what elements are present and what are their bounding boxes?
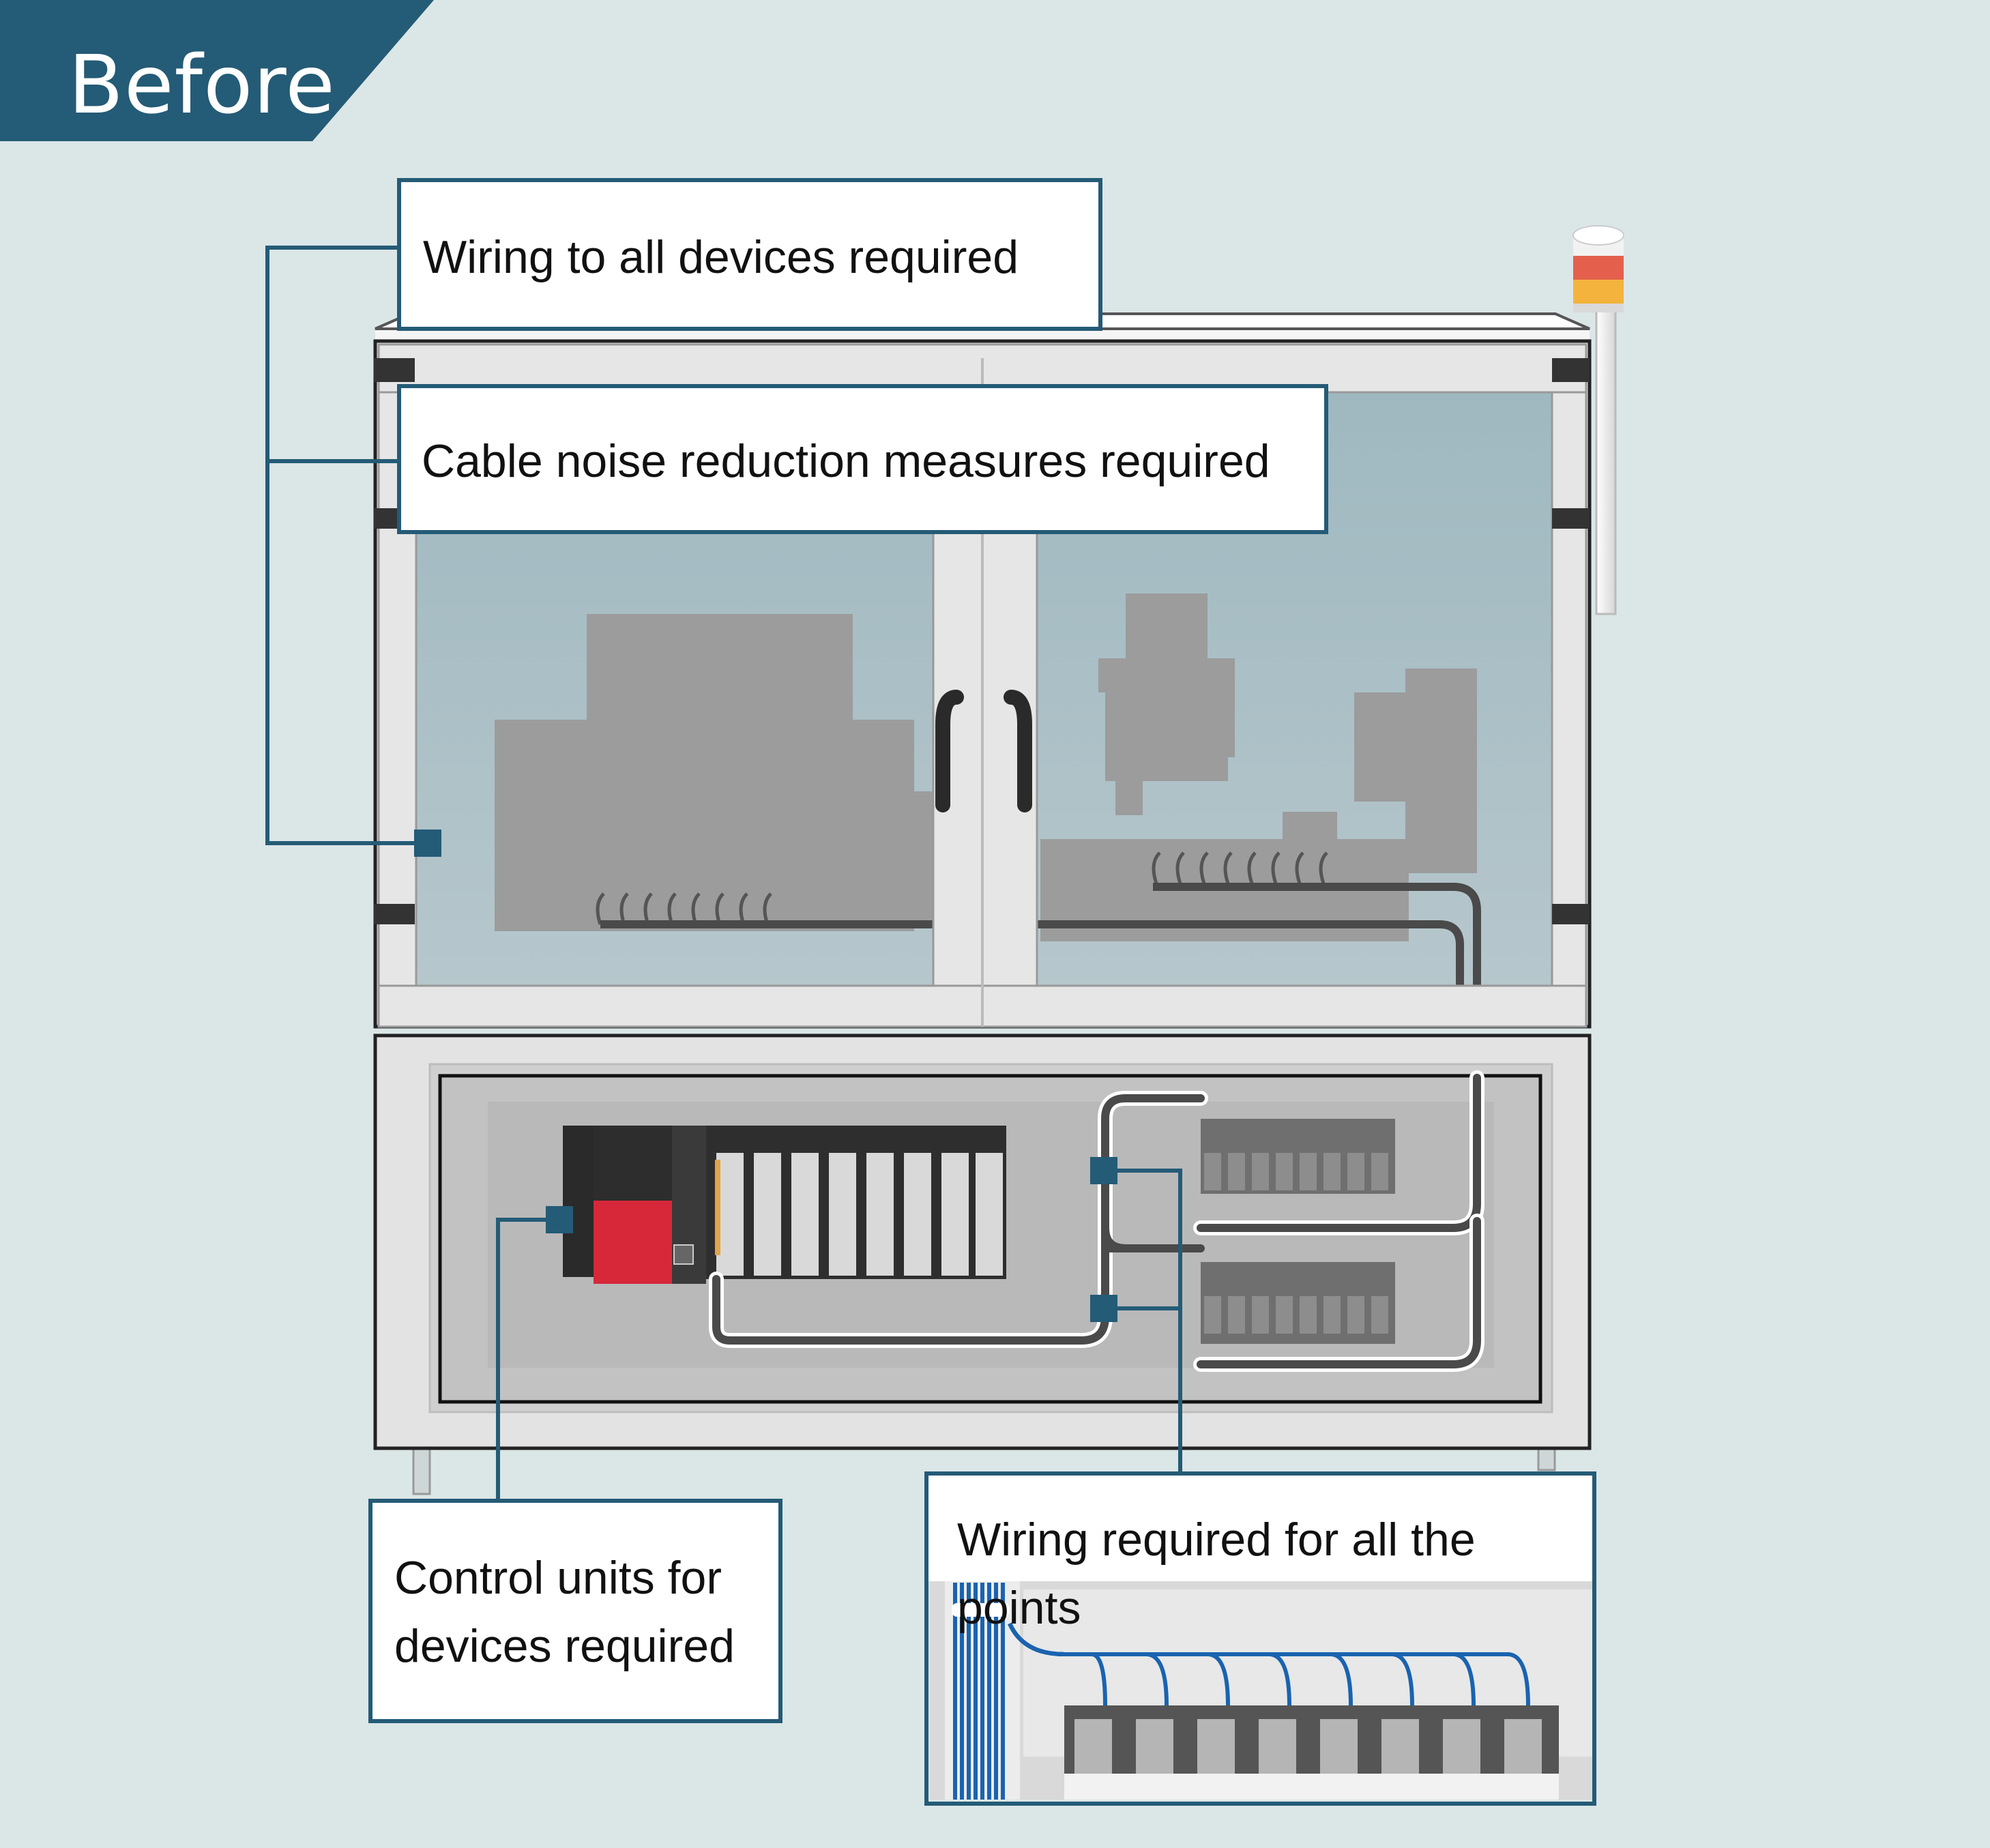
signal-tower-icon xyxy=(1572,225,1624,615)
leader-lines xyxy=(265,246,1182,1499)
callout-control-units-line2: devices required xyxy=(394,1620,735,1672)
terminal-block-detail-icon xyxy=(1064,1705,1559,1800)
leader-markers xyxy=(414,830,1117,1322)
hinges xyxy=(374,358,1590,924)
wiring-detail-inset xyxy=(930,1581,1593,1800)
callout-cable-noise: Cable noise reduction measures required xyxy=(397,384,1328,534)
plc-unit-icon xyxy=(563,1126,1006,1284)
lower-cabinet xyxy=(373,1033,1592,1495)
callout-wiring-all-devices-text: Wiring to all devices required xyxy=(423,231,1019,283)
callout-wiring-all-devices: Wiring to all devices required xyxy=(397,178,1102,331)
callout-control-units: Control units for devices required xyxy=(368,1499,782,1723)
callout-wiring-all-points: Wiring required for all the points xyxy=(924,1471,1596,1806)
terminal-block-icon xyxy=(1201,1119,1395,1344)
bundled-cables xyxy=(709,1070,1484,1372)
door-handles xyxy=(935,690,1032,812)
before-label: Before xyxy=(68,38,336,132)
callout-control-units-line1: Control units for xyxy=(394,1552,722,1604)
before-badge xyxy=(0,0,434,141)
callout-cable-noise-text: Cable noise reduction measures required xyxy=(422,435,1270,487)
callout-wiring-all-points-text: Wiring required for all the points xyxy=(957,1514,1476,1634)
